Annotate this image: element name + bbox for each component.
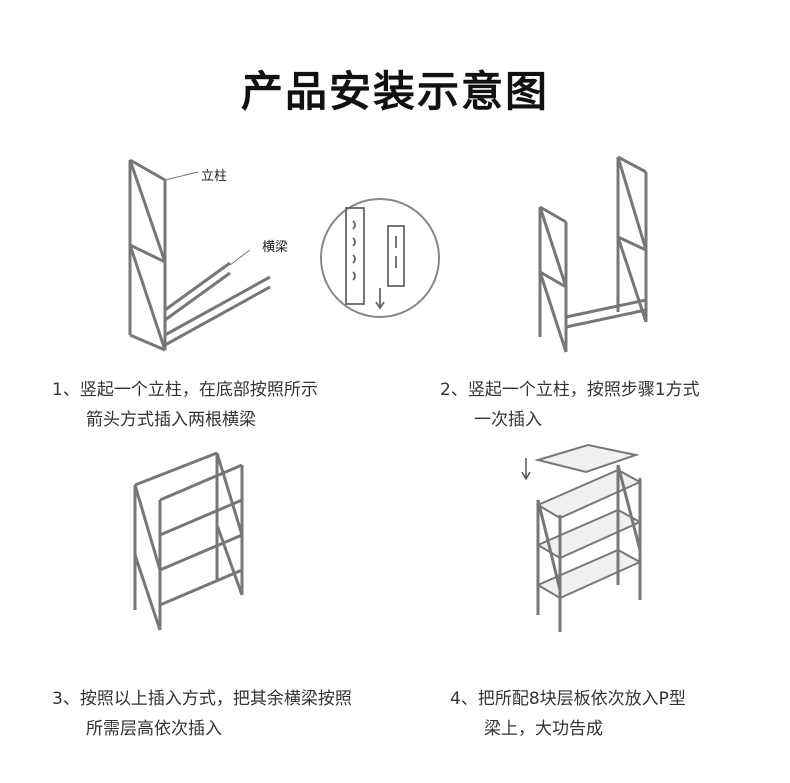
page-title: 产品安装示意图 — [240, 67, 549, 116]
step-line: 所需层高依次插入 — [86, 719, 222, 739]
figure-step-2 — [528, 152, 658, 357]
step-line: 梁上，大功告成 — [484, 719, 603, 739]
two-uprights-illustration — [538, 155, 648, 353]
step-3-text: 3、按照以上插入方式，把其余横梁按照 所需层高依次插入 — [52, 684, 352, 744]
step-line: 一次插入 — [474, 410, 542, 430]
step-number: 2、 — [440, 380, 468, 400]
step-number: 3、 — [52, 689, 80, 709]
step-line: 按照以上插入方式，把其余横梁按照 — [79, 689, 352, 709]
column-label: 立柱 — [201, 169, 228, 184]
upright-with-beams-illustration — [128, 158, 271, 352]
step-4-text: 4、把所配8块层板依次放入P型 梁上，大功告成 — [450, 684, 686, 744]
step-line: 箭头方式插入两根横梁 — [86, 410, 256, 430]
step-2-text: 2、竖起一个立柱，按照步骤1方式 一次插入 — [440, 375, 700, 435]
step-line: 竖起一个立柱，在底部按照所示 — [79, 380, 318, 400]
finished-shelf-illustration — [521, 443, 643, 632]
figure-connector-detail — [318, 196, 442, 320]
step-1-text: 1、竖起一个立柱，在底部按照所示 箭头方式插入两根横梁 — [52, 375, 318, 435]
step-number: 4、 — [450, 689, 478, 709]
beam-label: 横梁 — [262, 240, 289, 255]
connector-detail-illustration — [320, 198, 440, 318]
step-number: 1、 — [52, 380, 80, 400]
figure-step-4 — [518, 440, 658, 635]
step-line: 把所配8块层板依次放入P型 — [477, 689, 686, 709]
frame-with-beams-illustration — [133, 451, 244, 631]
figure-step-1 — [120, 150, 310, 360]
step-line: 竖起一个立柱，按照步骤1方式 — [467, 380, 700, 400]
figure-step-3 — [125, 445, 255, 635]
